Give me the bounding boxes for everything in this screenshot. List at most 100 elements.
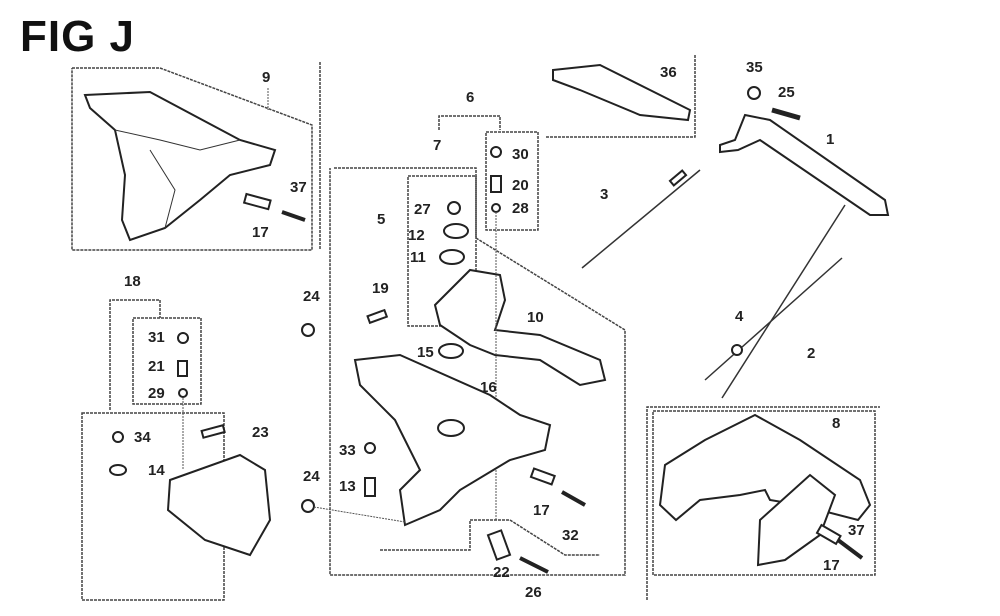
- clip-14-icon[interactable]: [109, 464, 127, 476]
- part-18-lever[interactable]: [166, 453, 272, 557]
- assembly-9[interactable]: 9 17 37: [71, 67, 313, 251]
- group-bracket-6: [438, 115, 501, 130]
- callout-15: 15: [417, 344, 434, 361]
- bolt-24-a-icon[interactable]: [301, 323, 315, 337]
- clip-28-icon[interactable]: [491, 203, 501, 213]
- screw-31-icon[interactable]: [177, 332, 189, 344]
- washer-12-icon[interactable]: [443, 223, 469, 239]
- callout-36: 36: [660, 64, 677, 81]
- callout-17-a: 17: [252, 224, 269, 241]
- callout-24-b: 24: [303, 468, 320, 485]
- part-36-lever[interactable]: [552, 63, 692, 122]
- group-box-9: [71, 67, 313, 251]
- callout-1: 1: [826, 131, 834, 148]
- rod-3-line: [581, 169, 701, 269]
- spring-19-icon[interactable]: [366, 308, 389, 325]
- group-box-18-main: [81, 412, 225, 601]
- group-box-8-outer: [646, 406, 880, 600]
- nut-27-icon[interactable]: [447, 201, 461, 215]
- callout-3: 3: [600, 186, 608, 203]
- callout-26: 26: [525, 584, 542, 601]
- pivot-icon: [437, 419, 465, 437]
- clip-13-icon[interactable]: [364, 477, 376, 497]
- callout-25: 25: [778, 84, 795, 101]
- callout-28: 28: [512, 200, 529, 217]
- callout-31: 31: [148, 329, 165, 346]
- assembly-36[interactable]: 36: [545, 55, 696, 138]
- callout-6: 6: [466, 89, 474, 106]
- callout-24-a: 24: [303, 288, 320, 305]
- assembly-6-7[interactable]: 6 7 30 20 28 5 27 12 11 19 10 15 16 24 2…: [301, 89, 626, 601]
- washer-11-icon[interactable]: [439, 249, 465, 265]
- part-16-bracket[interactable]: [353, 353, 552, 527]
- callout-34: 34: [134, 429, 151, 446]
- collar-22-icon[interactable]: [486, 529, 512, 561]
- part-9-bracket[interactable]: [83, 90, 277, 242]
- nut-35-icon[interactable]: [747, 86, 761, 100]
- callout-17-c: 17: [823, 557, 840, 574]
- spring-17-icon[interactable]: [242, 192, 272, 211]
- callout-30: 30: [512, 146, 529, 163]
- rod-4-line: [704, 257, 843, 381]
- bolt-32-icon[interactable]: [561, 490, 586, 507]
- bolt-37-b-icon[interactable]: [836, 538, 864, 560]
- group-box-7-inner: [380, 519, 600, 556]
- callout-23: 23: [252, 424, 269, 441]
- group-box-6-sub: [485, 131, 539, 231]
- group-box-18-sub: [132, 317, 202, 405]
- group-box-8: [652, 410, 876, 576]
- bolt-25-icon[interactable]: [771, 107, 801, 121]
- screw-33-icon[interactable]: [364, 442, 376, 454]
- group-box-36: [545, 55, 696, 138]
- rod-3[interactable]: 3: [581, 169, 701, 269]
- part-9-edge: [114, 129, 241, 151]
- part-1-lever[interactable]: [719, 113, 890, 216]
- callout-13: 13: [339, 478, 356, 495]
- callout-10: 10: [527, 309, 544, 326]
- screw-34-icon[interactable]: [112, 431, 124, 443]
- assembly-18[interactable]: 18 31 21 29 34 14 23: [81, 273, 272, 601]
- assembly-8[interactable]: 8 17 37: [646, 406, 880, 600]
- screw-30-icon[interactable]: [490, 146, 502, 158]
- part-9-edge2: [149, 149, 176, 229]
- callout-16: 16: [480, 379, 497, 396]
- callout-12: 12: [408, 227, 425, 244]
- bolt-37-icon[interactable]: [281, 210, 306, 222]
- clip-29-icon[interactable]: [178, 388, 188, 398]
- rod-2-line: [721, 204, 846, 399]
- assembly-1[interactable]: 35 25 1: [719, 59, 890, 216]
- callout-14: 14: [148, 462, 165, 479]
- spring-23-icon[interactable]: [200, 424, 226, 439]
- bolt-24-b-icon[interactable]: [301, 499, 315, 513]
- group-box-7-outer: [329, 167, 626, 576]
- callout-19: 19: [372, 280, 389, 297]
- part-10-lever[interactable]: [433, 268, 607, 387]
- callout-32: 32: [562, 527, 579, 544]
- group-bracket-18: [109, 299, 161, 410]
- callout-21: 21: [148, 358, 165, 375]
- spring-17-b-icon[interactable]: [529, 467, 556, 486]
- callout-18: 18: [124, 273, 141, 290]
- callout-2: 2: [807, 345, 815, 362]
- figure-title: FIG J: [20, 12, 136, 61]
- bolt-26-icon[interactable]: [519, 556, 549, 574]
- callout-27: 27: [414, 201, 431, 218]
- clip-4-icon[interactable]: [731, 344, 743, 356]
- callout-5: 5: [377, 211, 385, 228]
- callout-9: 9: [262, 69, 270, 86]
- spring-3-icon: [668, 169, 688, 187]
- joint-21-icon[interactable]: [177, 360, 188, 377]
- joint-20-icon[interactable]: [490, 175, 502, 193]
- leader-24-b: [313, 506, 406, 523]
- callout-33: 33: [339, 442, 356, 459]
- callout-20: 20: [512, 177, 529, 194]
- callout-37-a: 37: [290, 179, 307, 196]
- spring-17-c-icon[interactable]: [815, 523, 842, 546]
- callout-8: 8: [832, 415, 840, 432]
- callout-35: 35: [746, 59, 763, 76]
- callout-22: 22: [493, 564, 510, 581]
- callout-29: 29: [148, 385, 165, 402]
- rod-2-4[interactable]: 4 2: [704, 204, 846, 399]
- washer-15-icon[interactable]: [438, 343, 464, 359]
